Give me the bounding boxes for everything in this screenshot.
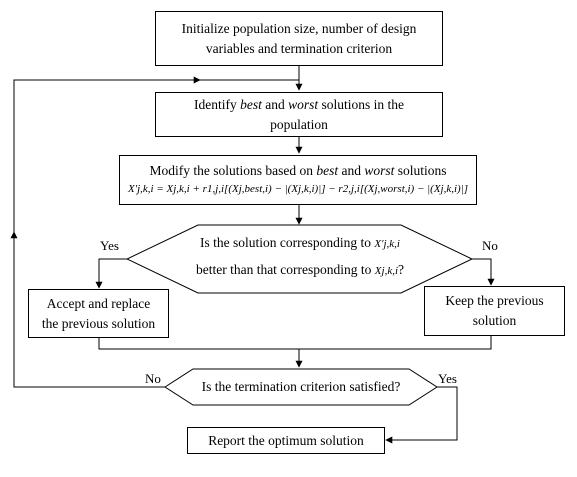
label-no-decision1: No bbox=[482, 238, 498, 253]
decision1-shape bbox=[125, 224, 474, 294]
init-box: Initialize population size, number of de… bbox=[155, 11, 443, 66]
identify-box: Identify best and worst solutions in the… bbox=[155, 92, 443, 137]
decision2-text: Is the termination criterion satisfied? bbox=[201, 379, 401, 394]
connector-accept-merge bbox=[98, 337, 299, 350]
connector-keep-merge bbox=[299, 335, 492, 350]
label-no-decision2: No bbox=[145, 371, 161, 386]
accept-line1: Accept and replace bbox=[46, 295, 151, 311]
identify-line2: population bbox=[270, 116, 328, 132]
keep-line2: solution bbox=[472, 313, 517, 328]
label-yes-decision2: Yes bbox=[438, 371, 457, 386]
modify-formula: X′j,k,i = Xj,k,i + r1,j,i[(Xj,best,i) − … bbox=[127, 183, 469, 195]
report-box: Report the optimum solution bbox=[187, 427, 385, 454]
report-text: Report the optimum solution bbox=[208, 432, 364, 448]
keep-box: Keep the previous solution bbox=[424, 286, 565, 336]
arrow-decision1-no bbox=[472, 258, 495, 286]
init-line1: Initialize population size, number of de… bbox=[181, 20, 417, 36]
arrow-decision1-yes bbox=[95, 258, 127, 289]
decision1-line2: better than that corresponding to Xj,k,i… bbox=[195, 262, 405, 277]
decision1-text: Is the solution corresponding to X′j,k,i… bbox=[170, 230, 430, 288]
decision1-line1: Is the solution corresponding to X′j,k,i bbox=[200, 235, 400, 250]
decision1-var1: X′j,k,i bbox=[374, 238, 400, 250]
identify-line1: Identify best and worst solutions in the bbox=[193, 96, 405, 112]
accept-line2: the previous solution bbox=[41, 315, 156, 331]
arrow-decision2-yes bbox=[385, 386, 458, 444]
modify-line1: Modify the solutions based on best and w… bbox=[149, 163, 447, 178]
keep-line1: Keep the previous bbox=[445, 293, 544, 308]
decision1-var2: Xj,k,i bbox=[374, 265, 399, 277]
accept-box: Accept and replace the previous solution bbox=[28, 289, 169, 338]
decision2-shape bbox=[164, 368, 438, 406]
modify-box: Modify the solutions based on best and w… bbox=[119, 155, 477, 205]
init-line2: variables and termination criterion bbox=[205, 40, 393, 56]
label-yes-decision1: Yes bbox=[100, 238, 119, 253]
